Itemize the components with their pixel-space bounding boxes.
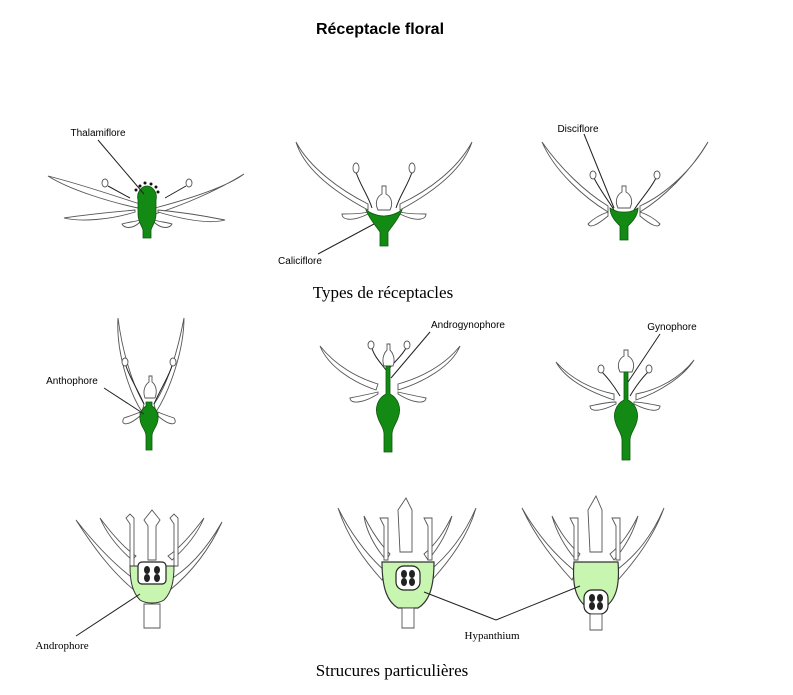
- ovary-hypanthium-2: [583, 589, 609, 615]
- label-hypanthium: Hypanthium: [465, 630, 520, 642]
- flower-androgynophore: Androgynophore: [319, 320, 505, 453]
- label-androphore: Androphore: [35, 640, 88, 652]
- label-disciflore: Disciflore: [557, 124, 599, 135]
- ovary-hypanthium-1: [395, 565, 421, 591]
- heading-structures: Strucures particulières: [316, 661, 468, 680]
- flower-anthophore: Anthophore: [46, 317, 185, 451]
- receptacle-anthophore: [139, 401, 159, 451]
- label-androgynophore: Androgynophore: [431, 320, 505, 331]
- label-anthophore: Anthophore: [46, 376, 98, 387]
- receptacle-caliciflore: [365, 208, 403, 247]
- flower-thalamiflore: Thalamiflore: [47, 128, 245, 239]
- ovary-androphore: [137, 561, 167, 585]
- flower-caliciflore: Caliciflore: [278, 141, 473, 267]
- leader-hypanthium-2: [495, 585, 581, 621]
- main-title: Réceptacle floral: [316, 21, 444, 38]
- receptacle-disciflore: [609, 207, 639, 241]
- leader-hypanthium-1: [423, 591, 497, 621]
- label-thalamiflore: Thalamiflore: [70, 128, 125, 139]
- heading-types: Types de réceptacles: [313, 283, 453, 302]
- label-gynophore: Gynophore: [647, 322, 697, 333]
- receptacle-thalamiflore: [137, 185, 157, 239]
- receptacle-androgynophore: [376, 365, 400, 453]
- flower-hypanthium-1: [337, 497, 477, 629]
- label-caliciflore: Caliciflore: [278, 256, 322, 267]
- receptacle-gynophore: [614, 371, 638, 461]
- flower-androphore: Androphore: [35, 509, 223, 652]
- flower-disciflore: Disciflore: [541, 124, 709, 241]
- flower-gynophore: Gynophore: [555, 322, 697, 461]
- flower-hypanthium-2: [521, 494, 665, 631]
